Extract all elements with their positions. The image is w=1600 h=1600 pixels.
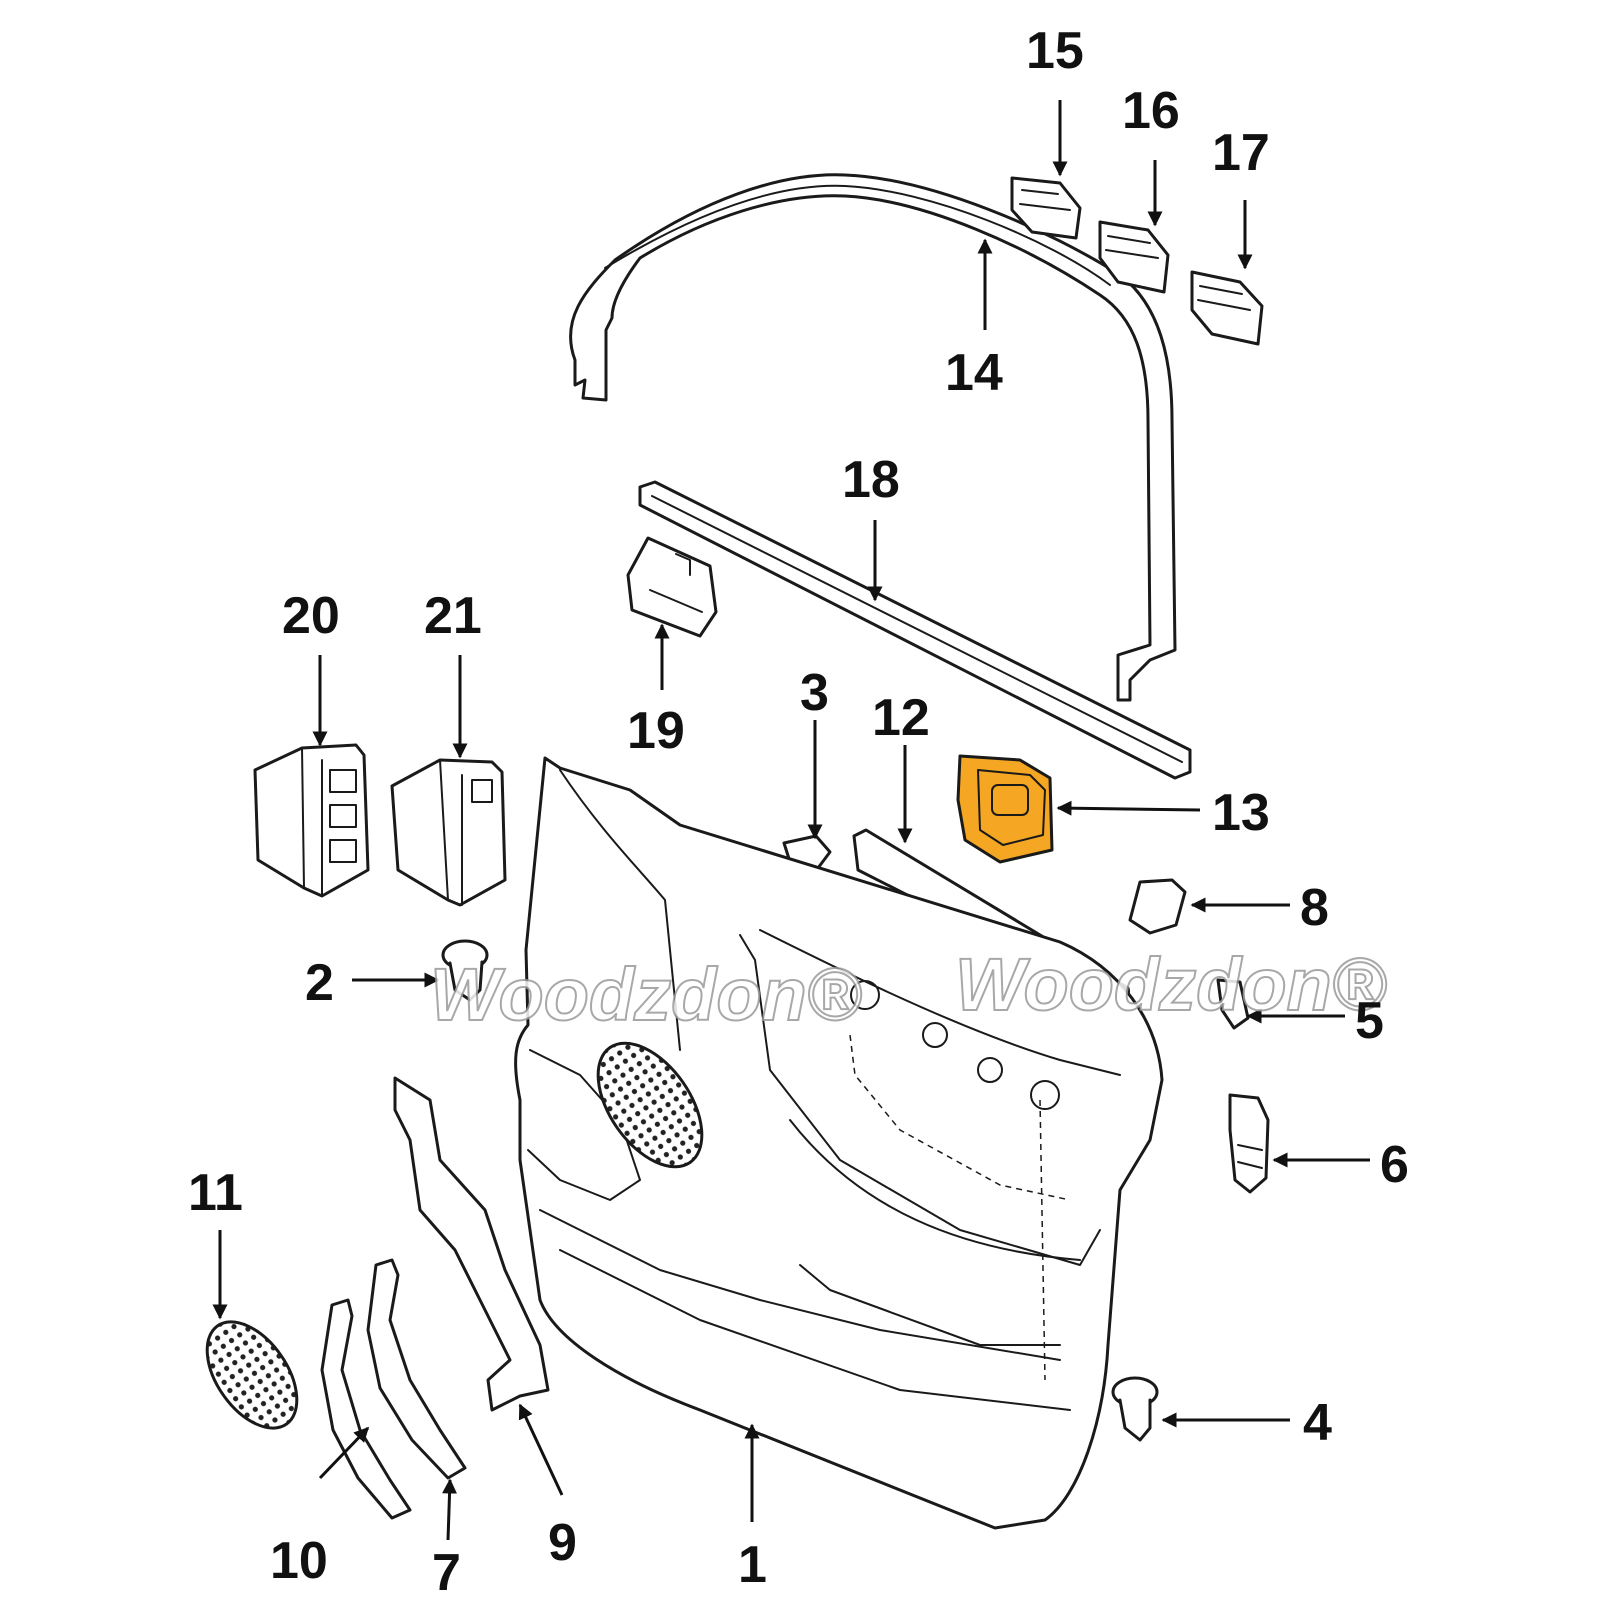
callout-9: 9 (548, 1514, 577, 1572)
callout-16: 16 (1122, 82, 1180, 140)
part-19-bracket (626, 536, 718, 638)
callout-13: 13 (1212, 784, 1270, 842)
part-10-trim-strip (320, 1298, 412, 1520)
part-17-clip (1190, 270, 1264, 346)
part-9-bracket-arm (393, 1076, 550, 1412)
callout-7: 7 (432, 1544, 461, 1600)
callout-5: 5 (1355, 992, 1384, 1050)
callout-4: 4 (1303, 1394, 1332, 1452)
callout-21: 21 (424, 587, 482, 645)
part-4-push-pin (1111, 1376, 1159, 1442)
part-1-door-panel (514, 756, 1164, 1530)
part-18-weatherstrip (638, 480, 1192, 780)
callout-1: 1 (738, 1536, 767, 1594)
part-2-push-pin (441, 939, 489, 1002)
watermark-left: Woodzdon® (430, 953, 862, 1036)
callout-11: 11 (188, 1164, 243, 1222)
watermark-right: Woodzdon® (955, 943, 1387, 1026)
part-14-window-frame-trim (569, 173, 1177, 702)
callout-3: 3 (800, 664, 829, 722)
callout-10: 10 (270, 1532, 328, 1590)
callout-12: 12 (872, 689, 930, 747)
part-11-speaker-grille (205, 1320, 299, 1430)
part-16-clip (1098, 220, 1170, 294)
callout-2: 2 (305, 954, 334, 1012)
callout-19: 19 (627, 702, 685, 760)
part-13-highlighted-pad (956, 754, 1054, 864)
part-5-clip (1216, 978, 1250, 1030)
callout-8: 8 (1300, 879, 1329, 937)
part-21-switch (390, 758, 507, 907)
part-20-window-switch (253, 743, 370, 898)
callout-18: 18 (842, 451, 900, 509)
part-7-trim-strip (366, 1258, 467, 1480)
part-8-bracket (1128, 878, 1187, 935)
callout-15: 15 (1026, 22, 1084, 80)
leader-lines (212, 100, 1370, 1541)
callout-14: 14 (945, 344, 1003, 402)
part-15-clip (1010, 176, 1082, 240)
callout-17: 17 (1212, 124, 1270, 182)
callout-20: 20 (282, 587, 340, 645)
callout-6: 6 (1380, 1136, 1409, 1194)
part-6-bracket (1228, 1093, 1270, 1194)
